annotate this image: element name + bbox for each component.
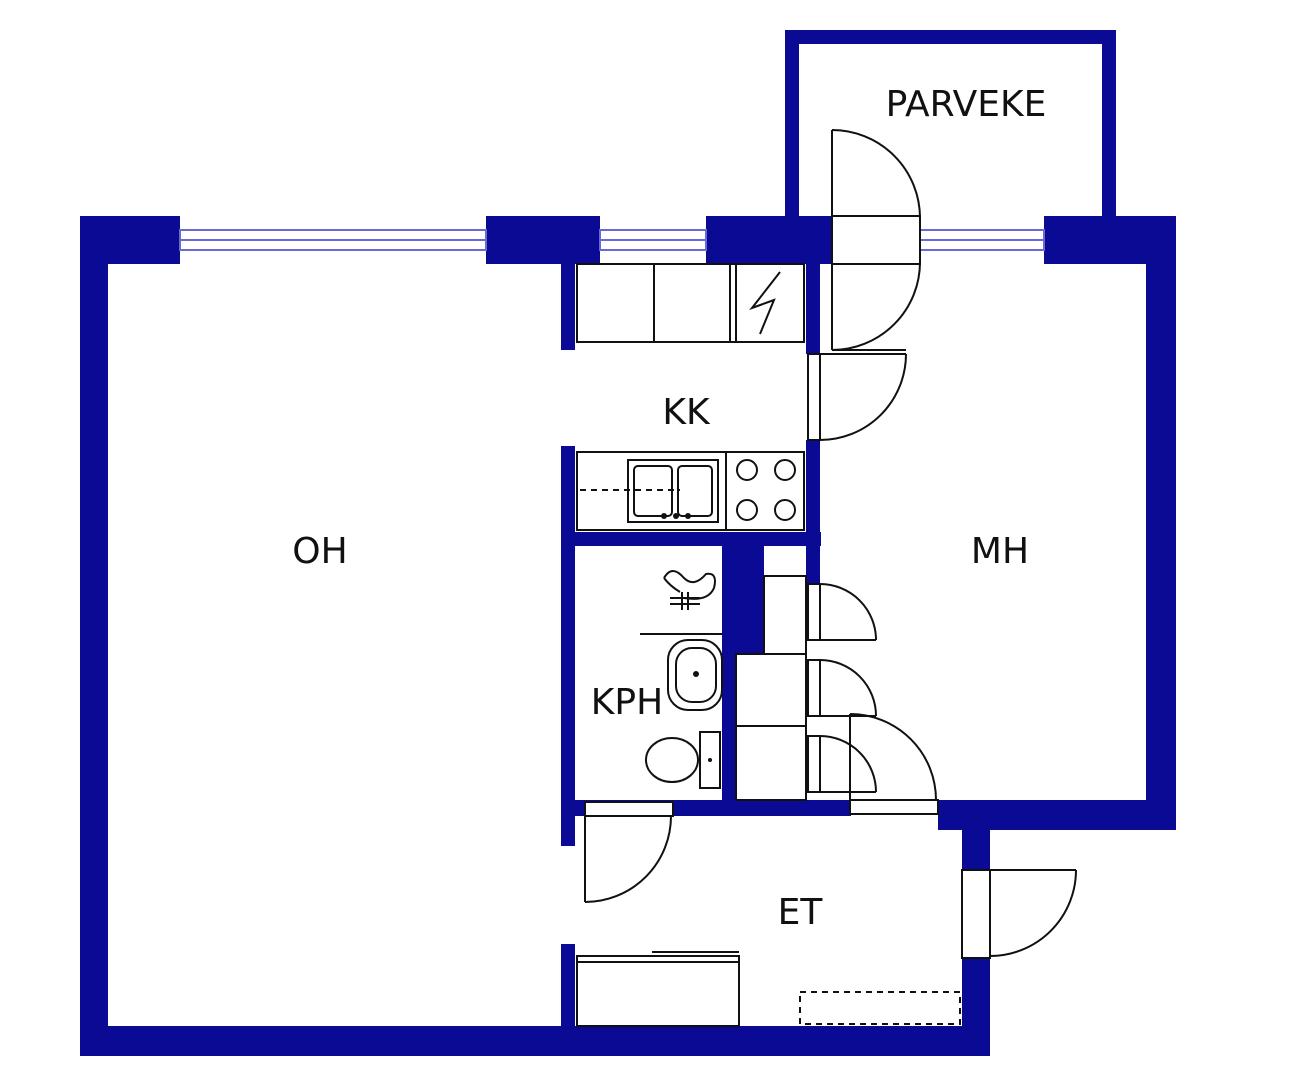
window-mh <box>919 229 1045 251</box>
bathroom-fixtures <box>640 570 723 789</box>
stove-icon <box>725 451 805 531</box>
bathroom-door <box>584 801 674 903</box>
exterior-walls <box>80 216 1176 1056</box>
windows <box>179 229 1045 251</box>
electric-symbol-icon <box>749 271 781 335</box>
shower-icon <box>663 570 716 610</box>
balcony-door <box>831 129 921 351</box>
kitchen-upper-cabinets <box>576 263 805 343</box>
kitchen-mh-door <box>807 353 907 441</box>
kitchen-counter <box>576 451 805 531</box>
entrance-door <box>961 869 1077 959</box>
washbasin-icon <box>667 639 723 711</box>
room-label-kph: KPH <box>591 682 663 723</box>
window-kk <box>599 229 707 251</box>
closets <box>735 575 877 801</box>
toilet-icon <box>645 731 721 789</box>
room-label-et: ET <box>778 892 824 933</box>
mh-door <box>849 713 939 815</box>
window-oh <box>179 229 487 251</box>
room-label-oh: OH <box>292 531 347 572</box>
room-label-parveke: PARVEKE <box>886 84 1047 125</box>
room-label-mh: MH <box>971 531 1029 572</box>
balcony-walls <box>785 30 1116 220</box>
hallway-cabinet <box>576 951 961 1027</box>
room-label-kk: KK <box>662 392 711 433</box>
